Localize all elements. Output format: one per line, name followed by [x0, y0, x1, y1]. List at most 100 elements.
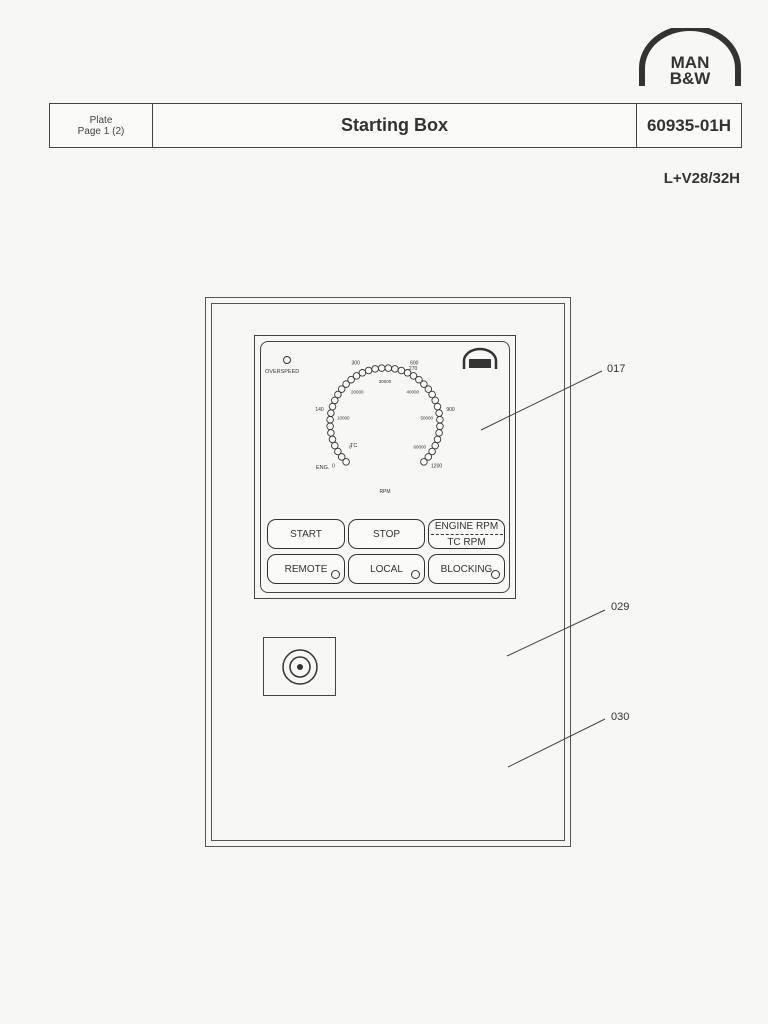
tc-scale-label: 60000 — [413, 445, 426, 450]
tc-label: TC — [350, 443, 357, 449]
blocking-lamp-icon — [491, 570, 500, 579]
plate-label: Plate — [89, 114, 113, 126]
led-indicator — [433, 435, 442, 444]
remote-button-label: REMOTE — [284, 563, 328, 575]
led-indicator — [424, 453, 433, 461]
panel-logo-icon — [462, 347, 498, 369]
led-indicator — [358, 369, 367, 377]
tc-scale-label: 10000 — [337, 416, 350, 421]
engine-type: L+V28/32H — [663, 170, 740, 187]
led-indicator — [342, 380, 350, 388]
led-indicator — [352, 372, 361, 380]
led-indicator — [420, 380, 428, 388]
logo-text-top: MAN — [671, 53, 710, 72]
tc-scale: 0 10000 20000 30000 40000 50000 60000 — [337, 379, 433, 450]
led-indicator — [409, 372, 418, 380]
engine-rpm-label: ENGINE RPM — [434, 520, 499, 532]
blocking-button-label: BLOCKING — [440, 563, 493, 575]
local-lamp-icon — [411, 570, 420, 579]
control-panel — [260, 341, 510, 593]
local-button-label: LOCAL — [370, 563, 403, 575]
led-indicator — [384, 364, 393, 372]
engine-scale-label: 900 — [446, 407, 455, 413]
led-indicator — [342, 458, 350, 466]
engine-scale-label: 270 — [409, 366, 418, 372]
stop-button[interactable]: STOP — [348, 519, 425, 549]
title-block: Plate Page 1 (2) Starting Box 60935-01H — [49, 103, 742, 148]
tc-scale-label: 30000 — [379, 379, 392, 384]
tc-scale-label: 50000 — [420, 416, 433, 421]
cabinet-door — [211, 303, 565, 841]
tc-scale-label: 0 — [349, 445, 352, 450]
led-indicator — [420, 458, 428, 466]
led-indicator — [415, 375, 423, 384]
document-number: 60935-01H — [636, 104, 741, 147]
rpm-label: RPM — [379, 489, 390, 495]
led-indicator — [331, 396, 339, 405]
led-indicator — [334, 390, 342, 399]
divider — [430, 533, 503, 535]
led-indicator — [428, 447, 436, 456]
callout-029: 029 — [611, 601, 630, 613]
local-button[interactable]: LOCAL — [348, 554, 425, 584]
callout-030: 030 — [611, 711, 630, 723]
led-indicator — [328, 435, 337, 444]
blocking-button[interactable]: BLOCKING — [428, 554, 505, 584]
start-button[interactable]: START — [267, 519, 345, 549]
starting-box-cabinet — [205, 297, 571, 847]
control-panel-frame — [254, 335, 516, 599]
led-indicator — [433, 402, 442, 411]
led-indicator — [431, 441, 439, 450]
led-indicator — [436, 415, 444, 424]
plate-cell: Plate Page 1 (2) — [50, 104, 153, 147]
led-indicator — [347, 375, 355, 384]
led-indicator — [327, 409, 335, 417]
overspeed-lamp-icon — [283, 356, 291, 364]
rpm-gauge: OVERSPEED 0 140 300 600 900 1200 270 0 10000 200… — [265, 347, 498, 495]
stop-button-label: STOP — [372, 528, 401, 540]
eng-label: ENG. — [316, 465, 330, 471]
page-label: Page 1 (2) — [77, 125, 125, 137]
overspeed-label: OVERSPEED — [265, 369, 299, 375]
rpm-select-button[interactable]: ENGINE RPM TC RPM — [428, 519, 505, 549]
tc-scale-label: 20000 — [351, 390, 364, 395]
document-title: Starting Box — [340, 115, 448, 135]
led-indicator — [435, 429, 443, 437]
led-indicator — [424, 385, 433, 393]
led-indicator — [435, 409, 443, 417]
engine-scale-label: 140 — [315, 407, 324, 413]
engine-scale-label: 600 — [410, 361, 419, 367]
led-indicator — [397, 366, 406, 375]
callout-017: 017 — [607, 363, 626, 375]
led-indicator — [428, 390, 436, 399]
led-indicator — [364, 366, 373, 375]
led-indicator — [337, 453, 346, 461]
led-indicator — [326, 422, 334, 431]
led-indicator — [331, 441, 339, 450]
engine-scale-label: 300 — [352, 361, 361, 367]
led-indicator — [431, 396, 439, 405]
logo-text-bottom: B&W — [670, 69, 712, 88]
start-button-label: START — [290, 528, 322, 540]
man-bw-logo: MAN B&W — [639, 28, 741, 88]
led-indicator — [377, 364, 386, 372]
led-indicator — [327, 429, 335, 437]
led-indicator — [328, 402, 337, 411]
tc-rpm-label: TC RPM — [447, 536, 486, 548]
led-indicator — [391, 365, 399, 373]
key-switch-plate — [263, 637, 336, 696]
tc-scale-label: 40000 — [407, 390, 420, 395]
remote-lamp-icon — [331, 570, 340, 579]
led-arc — [326, 364, 444, 466]
led-indicator — [334, 447, 342, 456]
remote-button[interactable]: REMOTE — [267, 554, 345, 584]
led-indicator — [371, 365, 379, 373]
engine-scale-label: 1200 — [431, 464, 442, 470]
engine-scale-label: 0 — [332, 464, 335, 470]
led-indicator — [436, 422, 444, 431]
key-switch-icon[interactable] — [264, 638, 334, 694]
led-indicator — [337, 385, 346, 393]
led-indicator — [403, 369, 412, 377]
engine-scale: 0 140 300 600 900 1200 270 — [315, 361, 455, 470]
led-indicator — [326, 415, 334, 424]
